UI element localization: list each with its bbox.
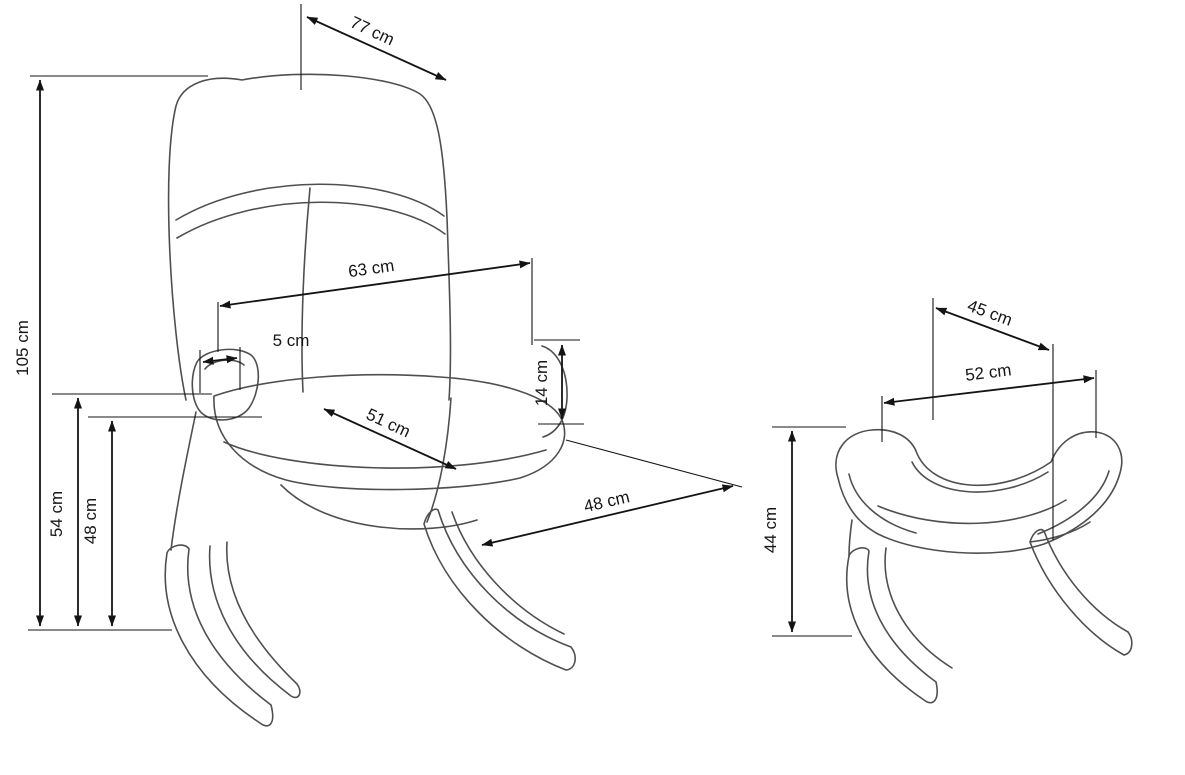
armchair-drawing xyxy=(164,73,576,727)
chair-right-side-panel xyxy=(426,397,452,523)
stool-right-pad-seam xyxy=(1037,470,1110,535)
chair-headrest-seam-lower xyxy=(176,201,446,239)
ext-leader xyxy=(565,439,743,488)
stool-rear-runner xyxy=(884,547,953,669)
dim-label-5: 5 cm xyxy=(273,331,310,350)
chair-seat-front-seam xyxy=(223,441,547,469)
dimension-seat-width-48: 48 cm xyxy=(481,439,743,547)
dimension-stool-height-44: 44 cm xyxy=(761,426,852,637)
chair-left-armrest xyxy=(191,348,260,421)
arrow-52 xyxy=(883,375,1095,406)
arrow-51 xyxy=(323,408,457,470)
dimension-stool-width-52: 52 cm xyxy=(881,360,1097,442)
chair-left-runner xyxy=(164,544,274,727)
dimension-seat-depth-51: 51 cm xyxy=(323,405,457,470)
dim-label-63: 63 cm xyxy=(347,256,395,281)
stool-cushion-outline xyxy=(835,428,1123,554)
chair-headrest-seam-upper xyxy=(175,183,445,221)
dim-label-54: 54 cm xyxy=(47,491,66,537)
dimension-annotations-armchair: 77 cm 105 cm 54 cm 48 cm xyxy=(13,4,743,631)
dim-label-105: 105 cm xyxy=(13,320,32,376)
footstool-drawing xyxy=(835,428,1133,704)
chair-back-center-seam xyxy=(301,187,311,393)
chair-rear-right-runner xyxy=(451,511,565,635)
dim-label-45: 45 cm xyxy=(965,296,1015,330)
arrow-45 xyxy=(935,307,1050,351)
dim-label-77: 77 cm xyxy=(347,13,397,50)
arrow-63 xyxy=(219,260,531,309)
dim-label-51: 51 cm xyxy=(363,405,413,442)
arrow-48b xyxy=(481,484,734,547)
dim-label-52: 52 cm xyxy=(964,360,1012,385)
stool-right-runner xyxy=(1029,528,1133,656)
dimension-cushion-thickness-14: 14 cm xyxy=(532,339,584,425)
dim-label-44: 44 cm xyxy=(761,507,780,553)
dim-label-48v: 48 cm xyxy=(81,498,100,544)
dimension-armrest-thickness-5: 5 cm xyxy=(199,331,310,393)
dimension-armrest-height-54: 54 cm xyxy=(47,393,212,627)
chair-left-side-panel xyxy=(170,411,197,551)
chair-right-runner xyxy=(423,508,576,671)
stool-middle-dip-seam xyxy=(911,461,1049,493)
dimension-stool-depth-45: 45 cm xyxy=(932,296,1054,540)
dim-label-14: 14 cm xyxy=(532,360,551,406)
chair-rear-left-runner xyxy=(208,541,301,699)
chair-backrest-outline xyxy=(167,73,452,401)
chair-right-armrest xyxy=(541,345,568,438)
dimension-back-width-63: 63 cm xyxy=(217,256,533,352)
chair-front-apron xyxy=(280,484,478,530)
arrow-5 xyxy=(202,355,238,365)
arrow-77 xyxy=(306,16,447,81)
dimension-total-height-105: 105 cm xyxy=(13,75,208,631)
stool-right-connector xyxy=(1029,521,1091,543)
stool-left-pad-seam xyxy=(848,473,917,534)
stool-left-runner xyxy=(845,547,938,704)
stool-front-seam xyxy=(877,499,1067,525)
dimension-top-depth-77: 77 cm xyxy=(300,4,447,90)
chair-seat-cushion xyxy=(213,373,566,491)
dimension-seat-height-48: 48 cm xyxy=(81,416,262,627)
stool-left-connector xyxy=(848,519,853,557)
